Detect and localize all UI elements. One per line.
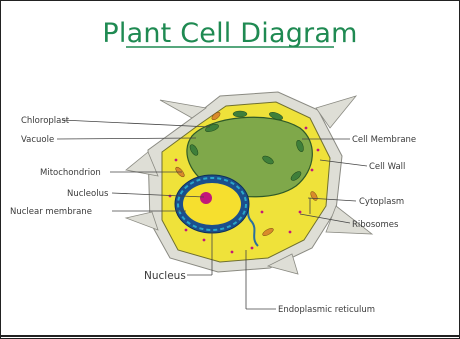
label-cell-wall: Cell Wall <box>369 162 405 172</box>
label-nuclear-membrane: Nuclear membrane <box>10 207 92 217</box>
label-nucleus: Nucleus <box>144 270 186 282</box>
label-cell-membrane: Cell Membrane <box>352 135 416 145</box>
label-vacuole: Vacuole <box>21 135 54 145</box>
label-chloroplast: Chloroplast <box>21 116 70 126</box>
label-ribosomes: Ribosomes <box>352 220 399 230</box>
label-nucleolus: Nucleolus <box>67 189 109 199</box>
label-mitochondrion: Mitochondrion <box>40 168 101 178</box>
nucleolus <box>200 192 212 204</box>
diagram-title: Plant Cell Diagram <box>102 18 357 49</box>
label-endoplasmic-reticulum: Endoplasmic reticulum <box>278 305 375 315</box>
nucleus <box>175 175 249 233</box>
label-cytoplasm: Cytoplasm <box>359 197 404 207</box>
